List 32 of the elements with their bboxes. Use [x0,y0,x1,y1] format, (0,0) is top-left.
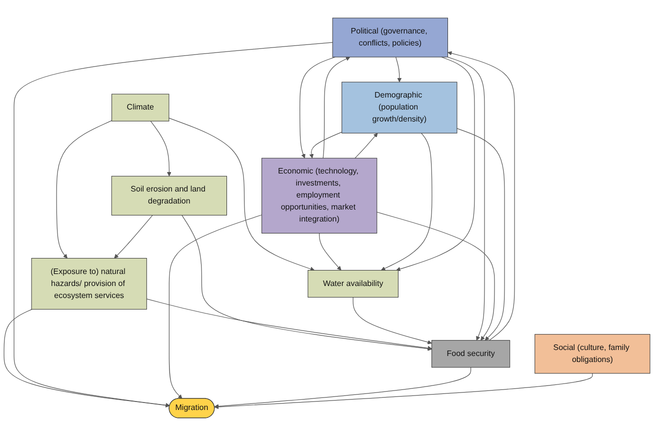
arrow [396,56,475,271]
node-box: Political (governance, conflicts, policies) [332,17,448,57]
arrow [322,56,350,158]
arrow [146,298,432,350]
arrow [182,214,432,350]
arrow [114,214,153,258]
node-box: Food security [431,340,510,368]
arrow [376,211,495,340]
arrow [352,296,432,344]
arrow [14,42,333,407]
arrow [168,214,262,398]
node-box: Soil erosion and land degradation [111,175,227,215]
node-box: Climate [112,93,170,121]
arrow [448,50,515,340]
arrow [300,56,336,158]
node-box: Social (culture, family obligations) [534,334,650,374]
arrow [319,232,342,270]
arrow [396,56,402,82]
node-box: (Exposure to) natural hazards/ provision of ecosystem services [31,258,147,310]
arrow [214,366,472,408]
arrow [214,372,593,409]
arrow [447,56,485,340]
arrow [150,120,172,176]
arrow [380,132,432,270]
node-box: Economic (technology, investments, employment opportunities, market integration) [262,157,378,233]
arrow [456,128,505,340]
arrow [56,120,112,258]
arrow [309,131,342,158]
node-box: Demographic (population growth/density) [342,81,458,133]
node-box: Water availability [308,270,398,298]
arrow [354,132,378,158]
arrow [168,117,315,271]
